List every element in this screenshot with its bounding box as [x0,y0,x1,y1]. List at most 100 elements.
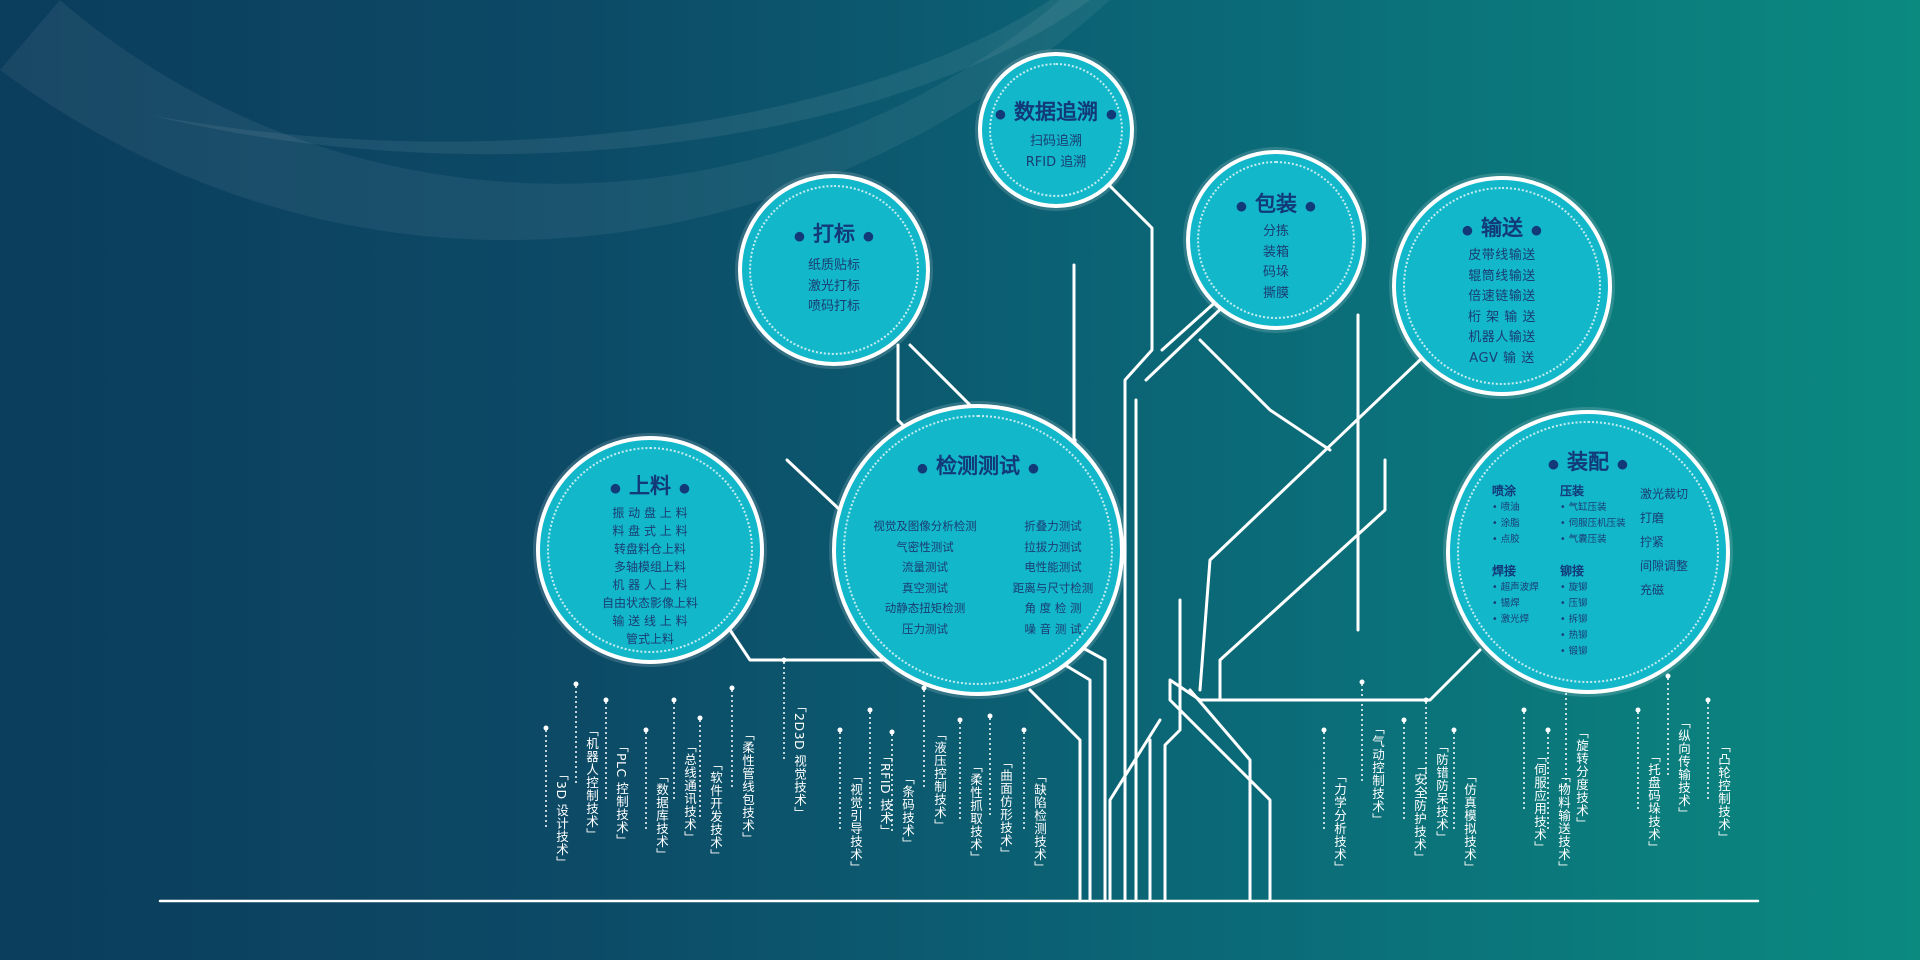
list-item: 转盘料仓上料 [613,542,686,556]
list-item: 激光打标 [807,278,860,294]
tech-label: 「视觉引导技术」 [848,770,863,874]
tech-label: 「气动控制技术」 [1370,722,1385,826]
list-item: 拧紧 [1640,535,1665,549]
tech-connector-dot [643,727,649,733]
circuit-trace [1198,358,1422,692]
circuit-trace [1108,718,1162,902]
tech-label: 「安全防护技术」 [1412,760,1427,864]
list-item: 机 器 人 上 料 [612,578,688,592]
list-item: 辊筒线输送 [1468,268,1536,284]
group-heading: 焊接 [1492,564,1517,578]
tech-label: 「伺服应用技术」 [1532,750,1547,854]
node-title: ●输送● [1462,216,1542,240]
list-item: 真空测试 [902,580,948,595]
list-item: • 锡焊 [1492,598,1520,609]
node-inspection: ●检测测试● 视觉及图像分析检测 气密性测试 流量测试 真空测试 动静态扭矩检测… [832,404,1124,696]
node-title: ●装配● [1548,450,1628,474]
tech-connector-dot [837,727,843,733]
list-item: • 喷油 [1492,502,1520,513]
tech-connector-dot [1451,727,1457,733]
list-item: • 点胶 [1492,534,1520,545]
list-item: 管式上料 [625,632,674,646]
circuit-trace [1028,688,1082,902]
circuit-trace [785,458,842,512]
tech-connector-dot [1545,727,1551,733]
list-item: 角 度 检 测 [1024,601,1082,615]
assembly-press-group: 压装 • 气缸压装 • 伺服压机压装 • 气囊压装 [1560,482,1626,548]
list-item: 压力测试 [902,621,948,636]
tech-connector-dot [1705,697,1711,703]
assembly-weld-group: 焊接 • 超声波焊 • 锡焊 • 激光焊 [1492,562,1539,628]
circuit-trace [1168,648,1482,902]
assembly-right-column: 激光裁切 打磨 拧紧 间隙调整 充磁 [1640,482,1688,602]
list-item: 皮带线输送 [1468,248,1536,263]
list-item: 喷码打标 [807,299,860,314]
tech-connector-dot [987,713,993,719]
tech-label: 「托盘码垛技术」 [1646,750,1661,854]
list-item: 撕膜 [1262,285,1289,301]
list-item: 距离与尺寸检测 [1012,580,1094,595]
list-item: • 拆铆 [1560,614,1588,625]
assembly-rivet-group: 铆接 • 旋铆 • 压铆 • 拆铆 • 热铆 • 锻铆 [1560,562,1588,660]
list-item: 打磨 [1640,511,1665,525]
background-swoosh [150,0,1090,155]
list-item: • 锻铆 [1560,646,1588,657]
tech-connector-dot [573,681,579,687]
list-item: 拉拔力测试 [1024,539,1082,554]
tech-label: 「防错防呆技术」 [1434,740,1449,844]
tech-label: 「数据库技术」 [654,770,669,861]
tech-connector-dot [921,685,927,691]
list-item: RFID 追溯 [1025,154,1087,170]
tech-label: 「机器人控制技术」 [584,724,599,841]
tech-label: 「条码技术」 [900,772,915,850]
tech-label: 「柔性抓取技术」 [968,760,983,864]
list-item: 噪 音 测 试 [1024,621,1082,636]
tech-label: 「旋转分度技术」 [1574,726,1589,830]
node-items: 扫码追溯 RFID 追溯 [982,132,1130,173]
tech-connector-dot [1423,697,1429,703]
list-item: 流量测试 [902,560,948,574]
node-assembly: ●装配● 喷涂 • 喷油 • 涂脂 • 点胶 焊接 • 超声波焊 • 锡焊 • … [1446,410,1730,694]
circuit-trace [1188,688,1252,902]
tech-connector-dot [1521,707,1527,713]
list-item: 电性能测试 [1024,560,1082,574]
list-item: 间隙调整 [1640,559,1689,573]
list-item: 自由状态影像上料 [601,596,698,610]
group-heading: 铆接 [1560,564,1585,578]
tech-connector-dot [543,725,549,731]
tech-connector-dot [671,697,677,703]
tech-connector-dot [781,657,787,663]
list-item: 多轴模组上料 [613,560,686,574]
list-item: 充磁 [1640,583,1665,597]
list-item: • 超声波焊 [1492,582,1539,593]
list-item: 折叠力测试 [1024,519,1082,533]
node-items: 分拣 装箱 码垛 撕膜 [1190,222,1362,304]
list-item: • 激光焊 [1492,614,1530,625]
circuit-trace [728,628,892,662]
list-item: • 伺服压机压装 [1560,518,1626,529]
node-title: ●包装● [1236,192,1316,216]
tech-connector-dot [1635,707,1641,713]
list-item: 激光裁切 [1640,487,1689,501]
tech-connector-dot [1359,679,1365,685]
list-item: 振 动 盘 上 料 [612,506,688,520]
tech-label: 「RFID 技术」 [878,750,893,838]
tech-connector-dot [697,715,703,721]
node-conveying: ●输送● 皮带线输送 辊筒线输送 倍速链输送 桁 架 输 送 机器人输送 AGV… [1392,176,1612,396]
list-item: 气密性测试 [896,539,954,554]
list-item: 动静态扭矩检测 [884,601,966,615]
tech-label: 「柔性管线包技术」 [740,728,755,845]
circuit-trace [1218,458,1387,702]
background-swoosh [0,0,1110,240]
node-title: ●数据追溯● [995,100,1117,124]
circuit-trace [1163,598,1182,902]
tech-connector-dot [1401,717,1407,723]
tech-label: 「2D3D 视觉技术」 [792,700,807,820]
node-title: ●上料● [610,474,690,498]
tech-label: 「缺陷检测技术」 [1032,770,1047,874]
list-item: 视觉及图像分析检测 [873,519,977,533]
list-item: 机器人输送 [1468,330,1536,345]
list-item: • 压铆 [1560,598,1588,609]
circuit-trace [908,343,977,412]
tech-connector-dot [603,697,609,703]
